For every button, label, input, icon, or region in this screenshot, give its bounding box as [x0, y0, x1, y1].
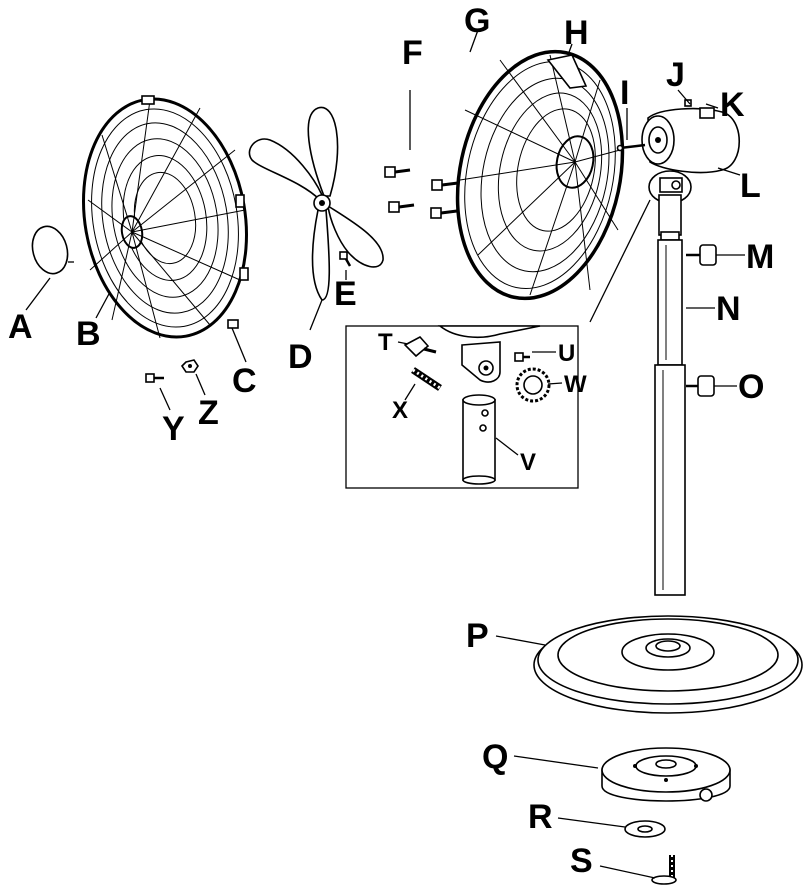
- label-u: U: [558, 340, 575, 367]
- label-z: Z: [198, 394, 219, 432]
- label-a: A: [8, 308, 33, 346]
- label-j: J: [666, 56, 685, 94]
- label-o: O: [738, 368, 764, 406]
- label-c: C: [232, 362, 257, 400]
- label-e: E: [334, 275, 357, 313]
- label-t: T: [378, 329, 393, 356]
- label-k: K: [720, 86, 745, 124]
- part-s-bolt: [599, 855, 677, 885]
- label-d: D: [288, 338, 313, 376]
- part-e-screw: [339, 251, 352, 280]
- part-r-washer: [557, 817, 666, 838]
- part-a-badge: [25, 225, 74, 311]
- label-f: F: [402, 34, 423, 72]
- label-i: I: [620, 74, 629, 112]
- label-p: P: [466, 617, 489, 655]
- label-b: B: [76, 315, 101, 353]
- part-z-nut: [180, 359, 206, 396]
- part-o-knob: [686, 375, 737, 397]
- label-n: N: [716, 290, 741, 328]
- part-g-rear-grille: [455, 29, 625, 301]
- part-p-base: [495, 615, 803, 714]
- part-motor-head: [616, 89, 741, 176]
- label-q: Q: [482, 738, 508, 776]
- part-c-clip: [227, 319, 239, 329]
- part-m-knob: [686, 244, 745, 266]
- label-h: H: [564, 14, 589, 52]
- label-m: M: [746, 238, 774, 276]
- label-v: V: [520, 449, 536, 476]
- detail-inset-box: [345, 325, 579, 489]
- part-h-handle: [546, 43, 588, 89]
- leader-c: [231, 327, 247, 363]
- label-l: L: [740, 167, 761, 205]
- part-b-front-grille: [82, 95, 249, 339]
- part-y-screw: [145, 373, 171, 411]
- part-d-blade: [248, 106, 384, 331]
- label-y: Y: [162, 410, 185, 448]
- part-q-weight: [513, 747, 731, 802]
- part-f-screws: [384, 90, 459, 219]
- label-s: S: [570, 842, 593, 880]
- label-r: R: [528, 798, 553, 836]
- part-n-pole: [654, 194, 715, 596]
- label-g: G: [464, 2, 490, 40]
- label-w: W: [564, 371, 587, 398]
- label-x: X: [392, 397, 408, 424]
